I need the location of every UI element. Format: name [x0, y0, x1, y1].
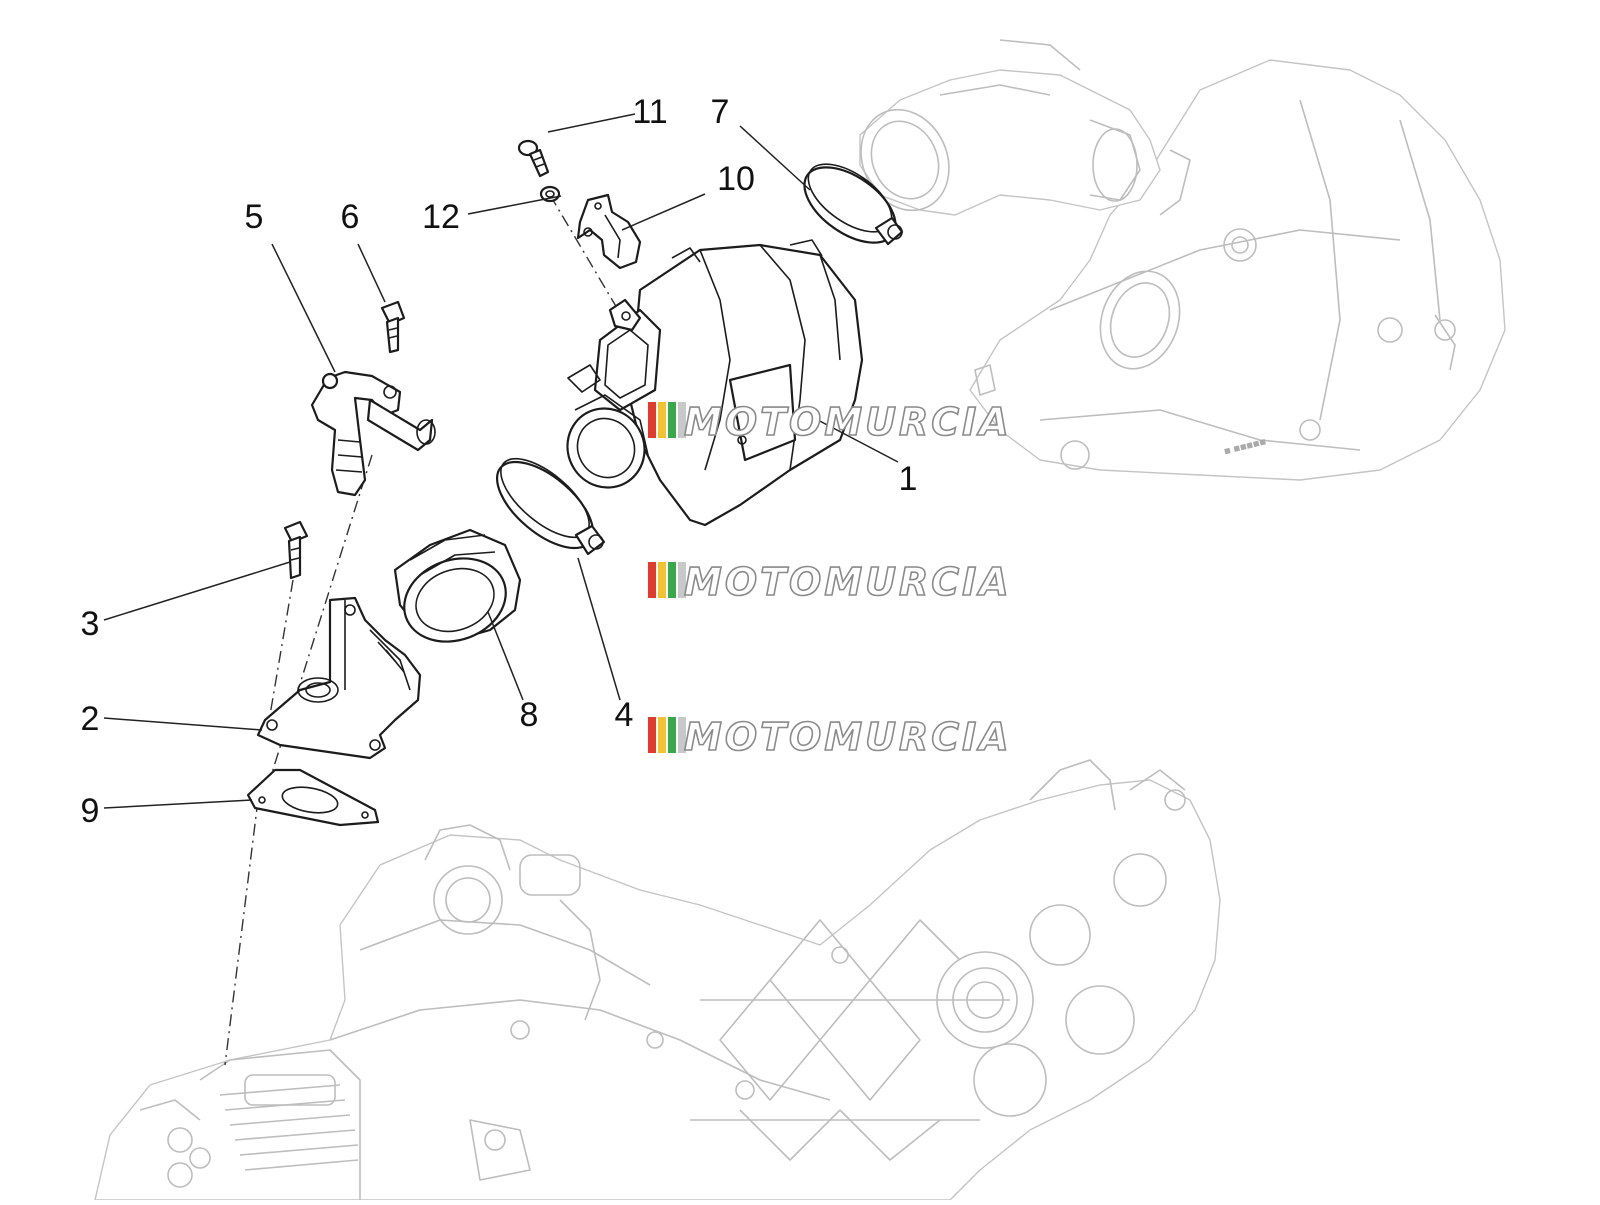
callout-3: 3	[81, 605, 100, 643]
fuel-injector	[310, 370, 436, 497]
air-filter-housing-outline: ■ ■■■■■	[859, 39, 1506, 481]
manifold-bolt	[283, 520, 309, 580]
watermark-stripe-green	[668, 562, 676, 598]
callout-7: 7	[711, 93, 730, 131]
hose-clamp-lower	[495, 457, 606, 556]
watermark-stripe-red	[648, 402, 656, 438]
watermark-text: MOTOMURCIA	[684, 400, 1012, 444]
callout-labels: 11 7 10 12 5 6 1 3 2 9 8 4	[81, 93, 918, 830]
callout-2: 2	[81, 700, 100, 738]
watermark-stripe-grey	[678, 717, 686, 753]
watermark-stripe-green	[668, 717, 676, 753]
watermark-stripe-red	[648, 717, 656, 753]
throttle-bracket	[576, 193, 642, 270]
intake-manifold	[256, 596, 422, 760]
watermark-stripe-grey	[678, 562, 686, 598]
watermark-stripe-green	[668, 402, 676, 438]
watermark-2: MOTOMURCIA	[648, 559, 1012, 605]
leader-lines	[103, 113, 899, 809]
manifold-gasket	[246, 768, 380, 827]
watermark-text: MOTOMURCIA	[684, 715, 1012, 759]
callout-9: 9	[81, 792, 100, 830]
callout-4: 4	[615, 696, 634, 734]
callout-10: 10	[717, 160, 755, 198]
injector-bolt	[380, 300, 406, 354]
watermark-stripe-yellow	[658, 402, 666, 438]
watermark-1: MOTOMURCIA	[648, 399, 1012, 445]
bracket-screw	[517, 139, 550, 178]
watermark-text: MOTOMURCIA	[684, 560, 1012, 604]
callout-11: 11	[632, 93, 667, 131]
callout-5: 5	[245, 198, 264, 236]
watermark-stripe-red	[648, 562, 656, 598]
throttle-body	[566, 239, 864, 527]
callout-8: 8	[520, 696, 539, 734]
engine-crankcase-outline	[94, 759, 1221, 1201]
callout-1: 1	[899, 460, 918, 498]
watermark-3: MOTOMURCIA	[648, 714, 1012, 760]
callout-12: 12	[422, 198, 460, 236]
hose-clamp-upper	[803, 163, 904, 246]
watermark-stripe-grey	[678, 402, 686, 438]
watermark-stripe-yellow	[658, 717, 666, 753]
callout-6: 6	[341, 198, 360, 236]
intake-rubber-sleeve	[393, 528, 522, 643]
watermark-stripe-yellow	[658, 562, 666, 598]
